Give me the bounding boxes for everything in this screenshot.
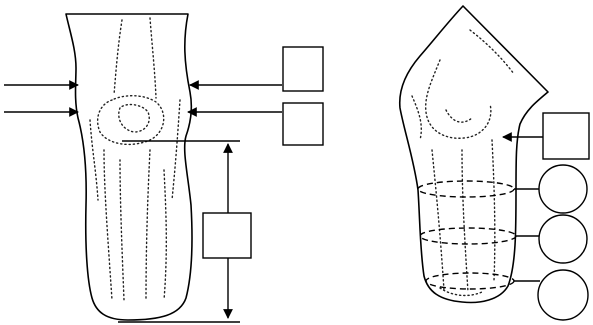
front-label-box-lower bbox=[283, 103, 323, 145]
side-label-circle-upper bbox=[539, 165, 587, 213]
side-label-box bbox=[543, 113, 589, 159]
side-label-circle-lower bbox=[538, 270, 588, 320]
side-limb-outline bbox=[400, 6, 548, 302]
side-view-group bbox=[400, 6, 589, 320]
front-height-label-box bbox=[203, 213, 251, 258]
front-view-group bbox=[4, 14, 323, 322]
side-label-circle-middle bbox=[539, 215, 587, 263]
front-label-box-upper bbox=[283, 47, 323, 91]
front-limb-outline bbox=[66, 14, 192, 320]
